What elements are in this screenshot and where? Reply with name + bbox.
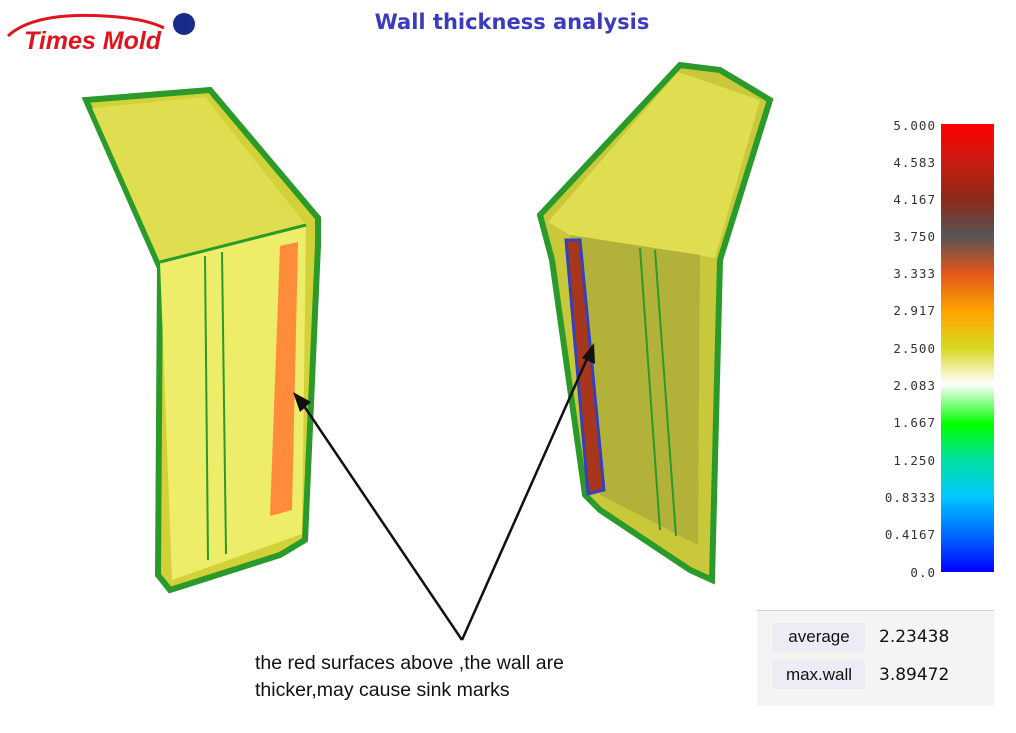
stat-label: max.wall (773, 661, 865, 689)
legend-tick: 0.4167 (884, 527, 936, 542)
legend-tick: 3.750 (893, 229, 936, 244)
logo-text: Times Mold (24, 27, 162, 54)
legend-tick: 3.333 (893, 266, 936, 281)
right-thick-region (564, 238, 606, 496)
legend-tick: 4.167 (893, 192, 936, 207)
times-mold-logo: Times Mold (4, 6, 204, 55)
legend-tick: 0.0 (910, 565, 936, 580)
logo-dot-icon (173, 13, 195, 35)
page-title-text: Wall thickness analysis (374, 10, 650, 34)
stats-panel: average 2.23438 max.wall 3.89472 (757, 610, 994, 706)
legend-tick: 1.250 (893, 453, 936, 468)
legend-colorbar (941, 124, 994, 572)
left-thick-region (270, 242, 298, 516)
stat-row-max-wall: max.wall 3.89472 (757, 661, 994, 689)
legend-tick: 0.8333 (884, 490, 936, 505)
page-title: Wall thickness analysis (0, 10, 1016, 34)
stat-row-average: average 2.23438 (757, 623, 994, 651)
stat-value: 3.89472 (879, 665, 950, 685)
annotation-text: the red surfaces above ,the wall are thi… (255, 650, 675, 704)
right-part (536, 61, 774, 585)
legend-tick: 2.083 (893, 378, 936, 393)
legend-tick: 5.000 (893, 118, 936, 133)
legend-tick: 1.667 (893, 415, 936, 430)
stat-value: 2.23438 (879, 627, 950, 647)
stat-label: average (773, 623, 865, 651)
legend-tick: 2.917 (893, 303, 936, 318)
annotation-line-1: the red surfaces above ,the wall are (255, 652, 564, 674)
annotation-line-2: thicker,may cause sink marks (255, 679, 510, 701)
legend-tick: 4.583 (893, 155, 936, 170)
left-part (81, 86, 321, 594)
annotation-arrows (293, 343, 595, 641)
legend-tick: 2.500 (893, 341, 936, 356)
